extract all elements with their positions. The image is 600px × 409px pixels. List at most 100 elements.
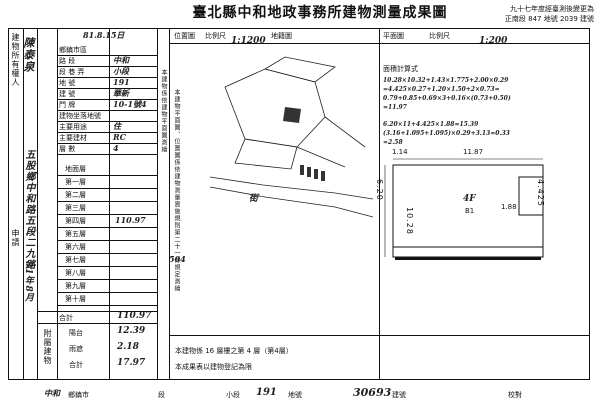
footer: 中和 鄉鎮市 段 小段 191 地號 30693 建號 校對 xyxy=(8,382,590,406)
row-label: 鄉鎮市區 xyxy=(59,46,87,54)
row-value: 華新 xyxy=(113,88,129,98)
footer-land-no: 191 xyxy=(256,387,277,398)
divider xyxy=(57,266,157,267)
floor-label: 第二層 xyxy=(65,191,86,199)
annex-row-value: 2.18 xyxy=(117,342,139,352)
calc-line: 0.79+0.85+0.69×3+0.16×(0.73+0.50) xyxy=(383,95,511,102)
row-value: RC xyxy=(113,132,127,142)
annex-row-value: 17.97 xyxy=(117,358,146,368)
divider xyxy=(57,188,157,189)
divider xyxy=(57,77,157,78)
map-hatch xyxy=(307,167,311,177)
calc-line: 6.20×11+4.425×1.88=15.39 xyxy=(383,121,479,128)
floor-label: 第一層 xyxy=(65,178,86,186)
floor-label: 第五層 xyxy=(65,230,86,238)
dim-top: 11.87 xyxy=(463,148,484,156)
divider xyxy=(57,175,157,176)
divider xyxy=(57,253,157,254)
map-hatch xyxy=(321,171,325,181)
room-label: B1 xyxy=(465,207,475,215)
divider xyxy=(169,335,589,336)
row-value: 小段 xyxy=(113,66,129,76)
divider xyxy=(57,305,157,306)
subtotal-value: 110.97 xyxy=(117,311,152,321)
map-road xyxy=(209,186,374,218)
floor-label: 第十層 xyxy=(65,295,86,303)
divider xyxy=(37,311,157,312)
footer-land-label: 地號 xyxy=(288,391,302,399)
divider xyxy=(37,29,38,379)
stamp-line-2: 正南段 847 地號 2039 建號 xyxy=(504,15,594,23)
plan-room xyxy=(518,176,544,216)
dim-inner: 10.28 xyxy=(405,207,414,235)
floor-label: 第九層 xyxy=(65,282,86,290)
annex-row-value: 12.39 xyxy=(117,326,146,336)
owner-label: 建物所有權人 xyxy=(11,33,20,87)
calc-line: (3.16+1.095+1.095)×0.29+3.13=0.33 xyxy=(383,130,510,137)
divider xyxy=(57,201,157,202)
footer-build-no: 30693 xyxy=(353,386,392,399)
annex-row-label: 陽台 xyxy=(69,329,83,337)
annex-label: 附屬建物 xyxy=(43,329,52,365)
balcony-hatch xyxy=(395,257,541,260)
divider xyxy=(157,29,158,379)
divider xyxy=(23,29,24,379)
target-parcel xyxy=(283,107,301,123)
calc-line: =11.97 xyxy=(383,104,407,111)
divider xyxy=(57,240,157,241)
map-road xyxy=(209,176,374,200)
dim-mid: 1.88 xyxy=(501,203,517,211)
divider xyxy=(57,214,157,215)
note-mark: 504 xyxy=(169,254,186,264)
divider xyxy=(379,29,380,379)
street-label: 街 xyxy=(249,194,259,204)
row-label: 主要用途 xyxy=(59,123,87,131)
divider xyxy=(57,66,157,67)
row-value: 10-1號4 xyxy=(113,99,147,109)
calc-line: =4.425×0.27+1.20×1.50+2×0.73= xyxy=(383,86,500,93)
row-value: 191 xyxy=(113,77,130,87)
divider xyxy=(37,323,157,324)
plan-label: 平面圖 xyxy=(383,32,404,40)
floor-label: 地面層 xyxy=(65,165,86,173)
divider xyxy=(57,279,157,280)
map-line xyxy=(296,146,346,168)
owner-address: 五股鄉中和路五段二九路 xyxy=(23,149,34,270)
note-line-2: 本成果表以建物登記為限 xyxy=(175,363,252,371)
floor-label: 第七層 xyxy=(65,256,86,264)
divider xyxy=(57,132,157,133)
row-label: 建物坐落地號 xyxy=(59,112,101,120)
footer-sign: 校對 xyxy=(508,391,522,399)
footer-build-label: 建號 xyxy=(392,391,406,399)
divider xyxy=(57,88,157,89)
floor-label: 第六層 xyxy=(65,243,86,251)
footer-small: 小段 xyxy=(226,391,240,399)
stamp-line-1: 九十七年度經臺測後變更為 xyxy=(510,5,594,13)
row-label: 主要建材 xyxy=(59,134,87,142)
dim-height: 6.20 xyxy=(375,179,384,201)
divider xyxy=(57,143,157,144)
apply-label: 申請 xyxy=(11,229,20,247)
owner-name: 陳泰泉 xyxy=(22,37,35,73)
divider xyxy=(57,99,157,100)
scale-label: 比例尺 xyxy=(205,32,226,40)
row-label: 建 號 xyxy=(59,90,76,98)
calc-line: =2.58 xyxy=(383,139,403,146)
floor-label: 第四層 xyxy=(65,217,86,225)
area-calc-label: 面積計算式 xyxy=(383,65,418,73)
row-value: 4 xyxy=(113,143,119,153)
map-line xyxy=(324,116,366,148)
row-label: 層 數 xyxy=(59,145,76,153)
subtotal-label: 合計 xyxy=(59,314,73,322)
footer-district: 鄉鎮市 xyxy=(68,391,89,399)
divider xyxy=(57,29,58,379)
annex-row-label: 雨遮 xyxy=(69,345,83,353)
row-label: 段 巷 弄 xyxy=(59,68,85,76)
calc-line: 10.28×10.32+1.43×1.775+2.00×0.29 xyxy=(383,77,509,84)
row-label: 門 牌 xyxy=(59,101,76,109)
map-hatch xyxy=(300,165,304,175)
document-title: 臺北縣中和地政事務所建物測量成果圖 xyxy=(192,5,448,21)
plan-scale-label: 比例尺 xyxy=(429,32,450,40)
divider xyxy=(57,292,157,293)
divider xyxy=(57,121,157,122)
